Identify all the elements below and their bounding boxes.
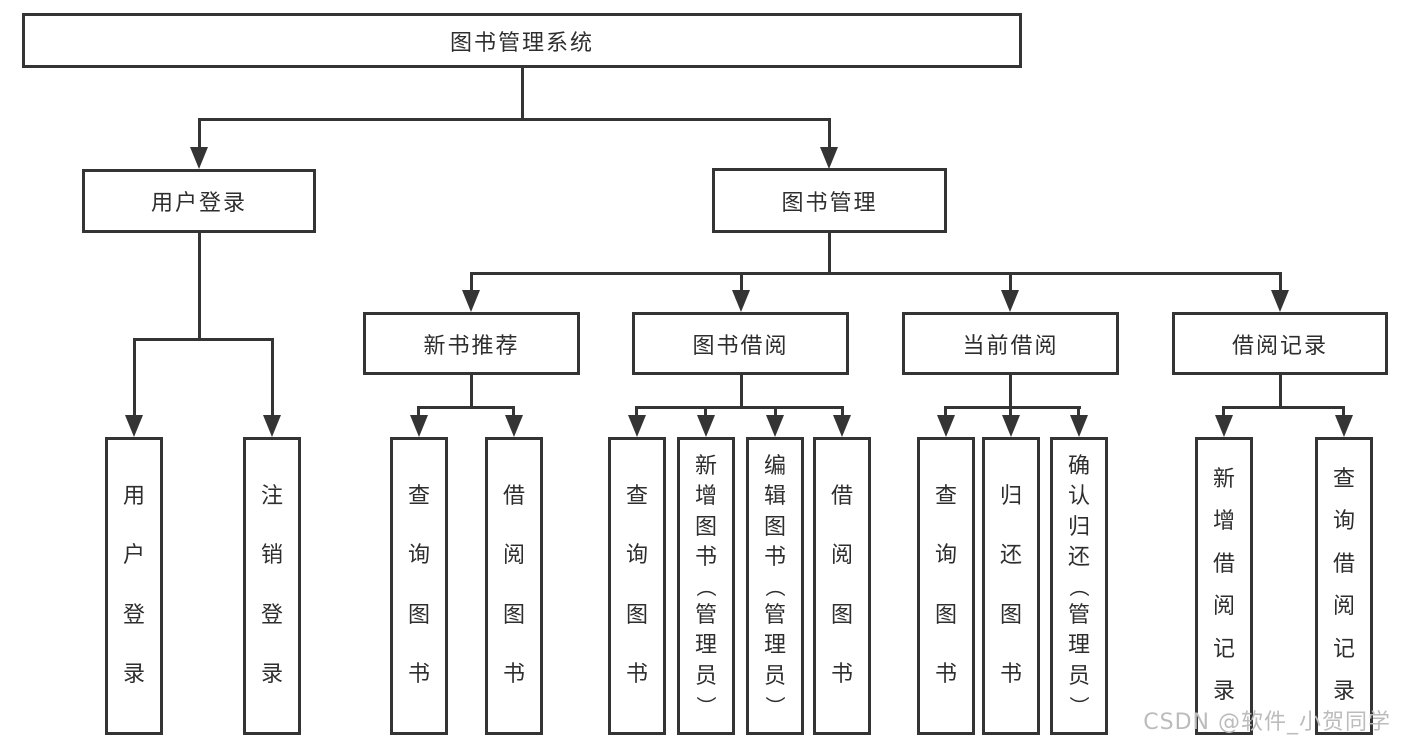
connector-newrec-bar xyxy=(417,406,515,409)
connector-borrow-drop-1 xyxy=(635,406,638,417)
connector-current-drop-2 xyxy=(1009,406,1012,417)
connector-mgmt-drop-4 xyxy=(1279,272,1282,292)
arrowhead-leaf-login xyxy=(125,415,143,437)
connector-borrow-drop-4 xyxy=(841,406,844,417)
branch-user-login-box: 用户登录 xyxy=(82,169,316,233)
leaf-borrow-query-books-label: 查询图书 xyxy=(625,483,648,688)
connector-user-stem xyxy=(198,233,201,338)
connector-current-drop-3 xyxy=(1077,406,1080,417)
section-borrow-records-box: 借阅记录 xyxy=(1172,312,1388,375)
arrowhead-current-borrow xyxy=(1001,290,1019,312)
connector-newrec-drop-2 xyxy=(512,406,515,417)
connector-mgmt-bar xyxy=(470,272,1282,275)
connector-mgmt-drop-2 xyxy=(740,272,743,292)
connector-newrec-stem xyxy=(470,375,473,406)
connector-user-drop-1 xyxy=(133,338,136,417)
leaf-newrec-borrow-books-label: 借阅图书 xyxy=(502,483,525,688)
connector-user-drop-2 xyxy=(271,338,274,417)
section-book-borrow-label: 图书借阅 xyxy=(692,333,789,359)
leaf-borrow-add-books-label: 新增图书（管理员） xyxy=(694,454,718,716)
connector-current-drop-1 xyxy=(944,406,947,417)
arrowhead-user-login xyxy=(190,147,208,169)
leaf-user-login-box: 用户登录 xyxy=(105,437,163,735)
leaf-borrow-borrow-books-box: 借阅图书 xyxy=(813,437,871,735)
arrowhead-borrow-leaf-4 xyxy=(833,415,851,437)
leaf-borrow-query-books-box: 查询图书 xyxy=(608,437,666,735)
leaf-borrow-borrow-books-label: 借阅图书 xyxy=(830,483,853,688)
arrowhead-records-leaf-1 xyxy=(1215,415,1233,437)
connector-current-stem xyxy=(1009,375,1012,406)
leaf-current-query-books-label: 查询图书 xyxy=(934,483,957,688)
arrowhead-borrow-records xyxy=(1271,290,1289,312)
root-node-box: 图书管理系统 xyxy=(22,13,1022,68)
connector-newrec-drop-1 xyxy=(417,406,420,417)
connector-mgmt-stem xyxy=(828,233,831,272)
arrowhead-book-management xyxy=(820,147,838,169)
connector-root-drop-left xyxy=(198,118,201,149)
connector-records-stem xyxy=(1279,375,1282,406)
connector-records-drop-2 xyxy=(1342,406,1345,417)
connector-root-bar xyxy=(198,118,831,121)
leaf-current-query-books-box: 查询图书 xyxy=(917,437,975,735)
connector-user-bar xyxy=(133,338,274,341)
connector-root-stem xyxy=(521,68,524,118)
connector-current-bar xyxy=(944,406,1081,409)
leaf-user-login-label: 用户登录 xyxy=(122,483,145,688)
connector-mgmt-drop-1 xyxy=(470,272,473,292)
section-borrow-records-label: 借阅记录 xyxy=(1231,333,1328,359)
branch-book-management-box: 图书管理 xyxy=(712,168,947,233)
leaf-current-confirm-return-box: 确认归还（管理员） xyxy=(1050,437,1108,735)
csdn-watermark: CSDN @软件_小贺同学 xyxy=(1143,710,1391,735)
arrowhead-new-book-rec xyxy=(462,290,480,312)
leaf-borrow-edit-books-label: 编辑图书（管理员） xyxy=(763,454,787,716)
arrowhead-book-borrow xyxy=(732,290,750,312)
arrowhead-current-leaf-2 xyxy=(1002,415,1020,437)
arrowhead-newrec-leaf-2 xyxy=(505,415,523,437)
leaf-records-query-record-box: 查询借阅记录 xyxy=(1315,437,1373,735)
leaf-records-add-record-label: 新增借阅记录 xyxy=(1212,466,1235,705)
section-new-book-rec-box: 新书推荐 xyxy=(363,312,580,375)
leaf-newrec-query-books-label: 查询图书 xyxy=(407,483,430,688)
connector-borrow-bar xyxy=(635,406,843,409)
connector-root-drop-right xyxy=(828,118,831,149)
section-book-borrow-box: 图书借阅 xyxy=(632,312,849,375)
section-new-book-rec-label: 新书推荐 xyxy=(423,333,520,359)
arrowhead-borrow-leaf-2 xyxy=(697,415,715,437)
arrowhead-current-leaf-1 xyxy=(937,415,955,437)
connector-mgmt-drop-3 xyxy=(1009,272,1012,292)
arrowhead-borrow-leaf-1 xyxy=(628,415,646,437)
arrowhead-current-leaf-3 xyxy=(1070,415,1088,437)
leaf-logout-label: 注销登录 xyxy=(260,483,283,688)
leaf-current-return-books-box: 归还图书 xyxy=(982,437,1040,735)
arrowhead-borrow-leaf-3 xyxy=(766,415,784,437)
connector-borrow-drop-2 xyxy=(704,406,707,417)
leaf-newrec-query-books-box: 查询图书 xyxy=(390,437,448,735)
section-current-borrow-box: 当前借阅 xyxy=(902,312,1119,375)
leaf-records-query-record-label: 查询借阅记录 xyxy=(1332,466,1355,705)
leaf-current-confirm-return-label: 确认归还（管理员） xyxy=(1067,454,1091,716)
arrowhead-leaf-logout xyxy=(263,415,281,437)
leaf-newrec-borrow-books-box: 借阅图书 xyxy=(485,437,543,735)
leaf-borrow-edit-books-box: 编辑图书（管理员） xyxy=(746,437,804,735)
arrowhead-records-leaf-2 xyxy=(1335,415,1353,437)
arrowhead-newrec-leaf-1 xyxy=(410,415,428,437)
branch-book-management-label: 图书管理 xyxy=(781,190,878,216)
connector-borrow-drop-3 xyxy=(774,406,777,417)
leaf-borrow-add-books-box: 新增图书（管理员） xyxy=(677,437,735,735)
connector-records-bar xyxy=(1222,406,1345,409)
branch-user-login-label: 用户登录 xyxy=(150,191,247,216)
connector-borrow-stem xyxy=(740,375,743,406)
leaf-current-return-books-label: 归还图书 xyxy=(999,483,1022,688)
root-node-label: 图书管理系统 xyxy=(449,30,594,56)
leaf-logout-box: 注销登录 xyxy=(243,437,301,735)
leaf-records-add-record-box: 新增借阅记录 xyxy=(1195,437,1253,735)
section-current-borrow-label: 当前借阅 xyxy=(962,333,1059,359)
connector-records-drop-1 xyxy=(1222,406,1225,417)
